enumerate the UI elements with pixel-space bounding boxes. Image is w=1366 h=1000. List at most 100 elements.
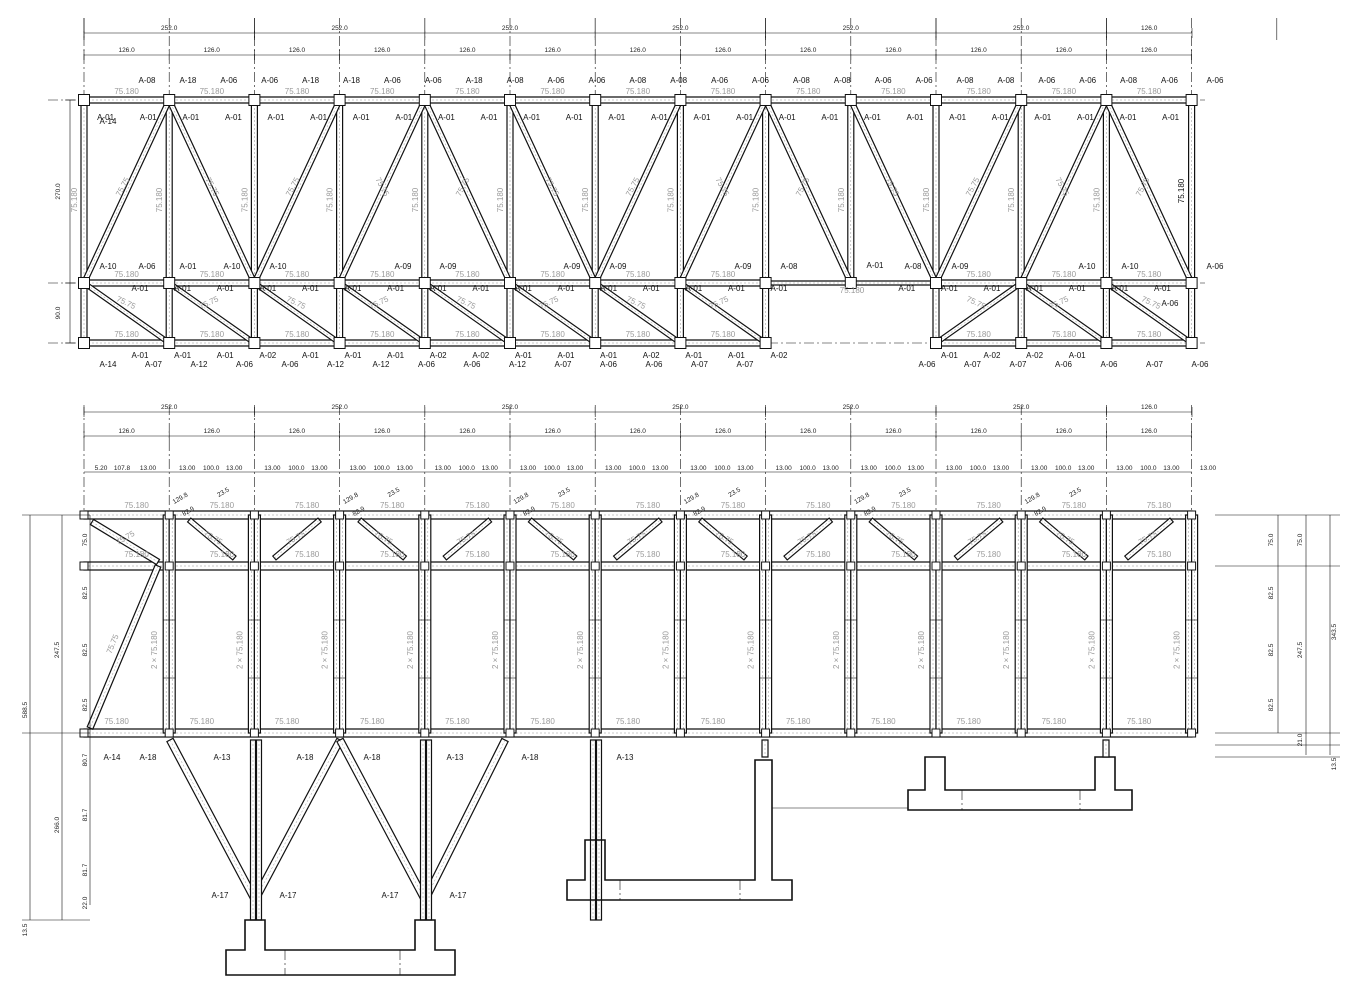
plan-node-label: A-01	[97, 113, 114, 122]
elev-post-label: 2 × 75.180	[235, 630, 244, 669]
node-plate	[675, 728, 685, 738]
node-plate	[930, 94, 942, 106]
elev-left-dim-label: 81.7	[82, 863, 89, 876]
elev-right-dim-label: 75.0	[1297, 533, 1304, 546]
elev-post-label: 2 × 75.180	[321, 630, 330, 669]
plan-node-label: A-01	[558, 284, 575, 293]
plan-node-label: A-01	[345, 351, 362, 360]
plan-node-label: A-06	[220, 76, 237, 85]
elev-member-label: 75.180	[124, 550, 149, 559]
plan-node-label: A-08	[905, 262, 922, 271]
plan-node-label: A-10	[1122, 262, 1139, 271]
elev-post-label: 2 × 75.180	[576, 630, 585, 669]
elev-top-brace-centerline	[529, 519, 576, 559]
plan-node-label: A-06	[646, 360, 663, 369]
plan-half-dim-label: 126.0	[885, 47, 902, 54]
elev-member-label: 75.180	[786, 717, 811, 726]
plan-member-label: 75.180	[711, 270, 736, 279]
elev-subdiv-label: 100.0	[544, 465, 561, 472]
plan-member-label: 75.180	[966, 87, 991, 96]
elev-member-label: 75.180	[104, 717, 129, 726]
node-plate	[844, 277, 857, 289]
plan-member-label: 75.180	[966, 270, 991, 279]
plan-node-label: A-02	[430, 351, 447, 360]
elev-top-brace-centerline	[189, 519, 235, 559]
plan-bay-dim-label: 252.0	[331, 25, 348, 32]
elev-subdiv-label: 13.00	[226, 465, 243, 472]
plan-node-label: A-01	[728, 284, 745, 293]
node-plate	[249, 728, 259, 738]
plan-member-label: 75.180	[370, 270, 395, 279]
plan-lower-diagonal-centerline	[83, 282, 170, 344]
plan-node-label: A-01	[345, 284, 362, 293]
node-plate	[1185, 337, 1198, 349]
plan-node-label: A-12	[327, 360, 344, 369]
elev-subdiv-label: 100.0	[203, 465, 220, 472]
elev-subdiv-label: 5.20	[95, 465, 108, 472]
plan-bay-dim-label: 252.0	[672, 25, 689, 32]
plan-lower-diagonal-centerline	[935, 282, 1022, 344]
elev-left-dim-label: 22.0	[82, 896, 89, 909]
plan-node-label: A-07	[737, 360, 754, 369]
plan-node-label: A-01	[174, 351, 191, 360]
plan-diagonal-label: 75.75	[884, 176, 902, 198]
elev-top-brace-centerline	[785, 519, 831, 559]
node-plate	[846, 728, 856, 738]
plan-vertical-label: 75.180	[70, 187, 79, 212]
plan-half-dim-label: 126.0	[289, 47, 306, 54]
plan-diagonal-centerline	[935, 99, 1022, 284]
plan-half-dim-label: 126.0	[970, 47, 987, 54]
elev-subdiv-label: 13.00	[520, 465, 537, 472]
plan-half-dim-label: 126.0	[800, 47, 817, 54]
plan-node-label: A-01	[821, 113, 838, 122]
plan-node-label: A-06	[261, 76, 278, 85]
elev-bay-dim-label: 126.0	[1141, 404, 1158, 411]
elev-top-brace-centerline	[955, 519, 1002, 559]
plan-node-label: A-12	[373, 360, 390, 369]
elev-right-dim-label: 82.5	[1268, 643, 1275, 656]
elev-subdiv-label: 13.00	[908, 465, 925, 472]
plan-member-label: 75.180	[966, 330, 991, 339]
elev-member-label: 75.180	[721, 501, 746, 510]
plan-node-label: A-09	[610, 262, 627, 271]
plan-node-label: A-06	[1207, 262, 1224, 271]
elev-member-label: 75.180	[806, 550, 831, 559]
plan-node-label: A-06	[1161, 76, 1178, 85]
elev-end-rake	[86, 564, 162, 730]
elev-subdiv-label: 100.0	[459, 465, 476, 472]
plan-node-label: A-06	[384, 76, 401, 85]
elev-support-leg	[251, 737, 344, 903]
plan-node-label: A-18	[343, 76, 360, 85]
plan-member-label: 75.180	[626, 270, 651, 279]
plan-node-label: A-07	[1146, 360, 1163, 369]
elev-member-label: 75.180	[380, 501, 405, 510]
plan-node-label: A-01	[558, 351, 575, 360]
plan-vertical-label: 75.180	[666, 187, 675, 212]
plan-lower-diagonal-centerline	[339, 282, 425, 344]
elev-footing	[225, 919, 456, 976]
plan-diagonal-label: 75.75	[544, 176, 562, 198]
elev-node-label: A-18	[297, 753, 314, 762]
plan-node-label: A-01	[1026, 284, 1043, 293]
elev-gusset-label: 129.8	[853, 491, 871, 505]
plan-node-label: A-09	[395, 262, 412, 271]
plan-vertical	[591, 99, 599, 284]
elev-member-label: 75.180	[1062, 550, 1087, 559]
elev-gusset-label: 129.8	[172, 491, 190, 505]
node-plate	[504, 277, 516, 289]
plan-half-dim-label: 126.0	[459, 47, 476, 54]
plan-node-label: A-01	[140, 113, 157, 122]
elev-subdiv-label: 100.0	[799, 465, 816, 472]
elev-support-leg	[336, 737, 429, 903]
node-plate	[248, 277, 261, 289]
plan-node-label: A-14	[100, 360, 117, 369]
plan-lower-diagonal-centerline	[169, 282, 255, 344]
plan-node-label: A-01	[132, 351, 149, 360]
elev-right-dim-label: 343.5	[1331, 623, 1338, 640]
node-plate	[931, 728, 941, 738]
plan-node-label: A-01	[643, 284, 660, 293]
node-plate	[1187, 728, 1197, 738]
plan-member-label: 75.180	[1137, 87, 1162, 96]
plan-node-label: A-01	[1162, 113, 1179, 122]
plan-node-label: A-01	[685, 351, 702, 360]
